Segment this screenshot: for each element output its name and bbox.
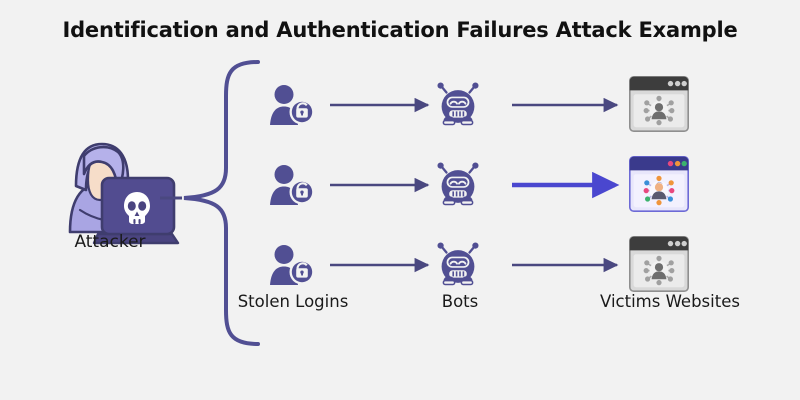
skull-icon bbox=[124, 192, 150, 224]
bot-icon-row-1 bbox=[436, 81, 480, 126]
bot-icon-row-3 bbox=[436, 241, 480, 286]
attacker-label: Attacker bbox=[74, 232, 146, 252]
victims-websites-label: Victims Websites bbox=[600, 292, 740, 311]
victim-website-row-3 bbox=[628, 236, 690, 293]
page-title: Identification and Authentication Failur… bbox=[62, 18, 738, 42]
victim-website-row-2 bbox=[628, 156, 690, 212]
stolen-logins-label: Stolen Logins bbox=[237, 292, 349, 311]
attacker-icon bbox=[68, 142, 180, 245]
curly-brace-connector bbox=[183, 60, 260, 346]
victim-website-row-1 bbox=[628, 76, 690, 132]
stolen-login-icon-row-2 bbox=[268, 163, 316, 207]
attack-row-1 bbox=[268, 76, 690, 132]
stolen-login-icon-row-1 bbox=[268, 83, 316, 127]
bots-label: Bots bbox=[441, 292, 479, 311]
bot-icon-row-2 bbox=[436, 161, 480, 206]
attack-row-3 bbox=[268, 236, 690, 293]
attack-row-2 bbox=[268, 156, 690, 212]
stolen-login-icon-row-3 bbox=[268, 243, 316, 287]
